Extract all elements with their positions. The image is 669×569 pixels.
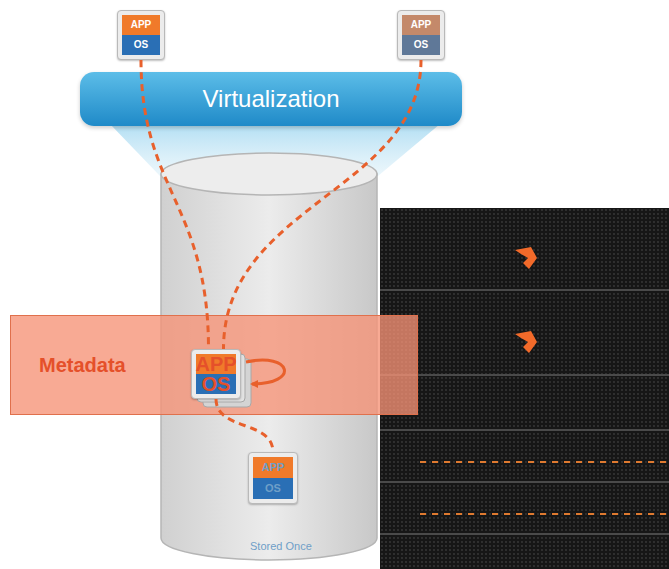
icon-layer: OS xyxy=(402,35,440,55)
icon-layer: OS xyxy=(196,374,236,394)
app-label: APP xyxy=(262,462,285,473)
icon-layer: OS xyxy=(253,478,293,499)
app-label: APP xyxy=(411,20,432,30)
vm-icon: APP OS xyxy=(117,10,165,60)
dedupe-loop-arrow xyxy=(246,360,284,384)
storage-array xyxy=(380,208,669,569)
os-label: OS xyxy=(265,483,281,494)
dashed-connector xyxy=(224,60,422,349)
os-label: OS xyxy=(202,374,231,394)
band-title: Metadata xyxy=(39,354,126,377)
icon-layer: OS xyxy=(122,35,160,55)
caption-holder: Stored Once xyxy=(250,536,312,554)
metadata-band: Metadata APPOS xyxy=(10,315,418,415)
stored-once-caption: Stored Once xyxy=(250,540,312,552)
vm-icon: APPOS xyxy=(191,349,241,399)
app-label: APP xyxy=(131,20,152,30)
icon-layer: APP xyxy=(253,457,293,478)
band-title: Virtualization xyxy=(203,85,340,113)
vm-icon: APP OS xyxy=(248,452,298,504)
icon-layer: APP xyxy=(122,15,160,35)
icon-layer: APP xyxy=(402,15,440,35)
dashed-connector xyxy=(216,399,273,452)
dashed-connector xyxy=(141,60,209,349)
os-label: OS xyxy=(414,40,428,50)
app-label: APP xyxy=(195,354,236,374)
vm-icon: APP OS xyxy=(397,10,445,60)
icon-layer: APP xyxy=(196,354,236,374)
os-label: OS xyxy=(134,40,148,50)
